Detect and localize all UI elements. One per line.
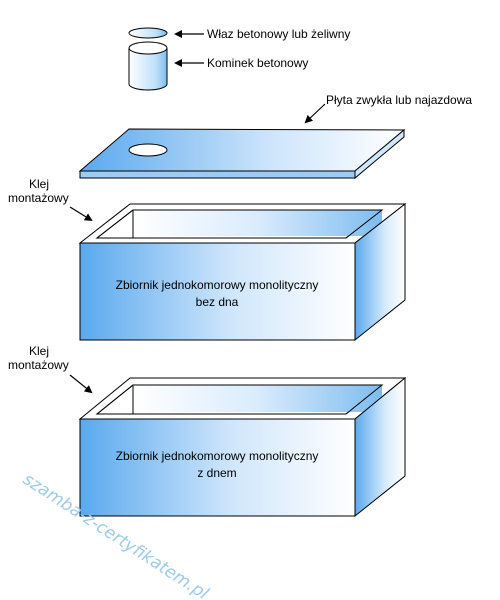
slab <box>78 128 406 180</box>
slab-arrow <box>304 103 326 124</box>
tank-bottom-label-line1: Zbiornik jednokomorowy monolityczny <box>116 449 319 463</box>
glue-bottom-label-line2: montażowy <box>8 358 69 372</box>
manhole-label: Właz betonowy lub żeliwny <box>207 27 350 41</box>
glue-top-label-line2: montażowy <box>8 191 69 205</box>
tank-top: Zbiornik jednokomorowy monolityczny bez … <box>78 202 407 342</box>
glue-top-label-line1: Klej <box>29 177 49 191</box>
manhole-cover <box>128 27 168 39</box>
slab-label: Płyta zwykła lub najazdowa <box>326 93 472 107</box>
tank-bottom: Zbiornik jednokomorowy monolityczny z dn… <box>78 376 407 518</box>
slab-opening <box>128 143 168 157</box>
tank-top-label-line2: bez dna <box>196 295 239 309</box>
glue-bottom-label-line1: Klej <box>29 344 49 358</box>
tank-bottom-label-line2: z dnem <box>197 466 236 480</box>
chimney-cylinder <box>128 41 168 91</box>
glue-top-arrow <box>69 206 93 222</box>
tank-top-label-line1: Zbiornik jednokomorowy monolityczny <box>116 278 319 292</box>
glue-bottom-arrow <box>69 374 93 394</box>
chimney-label: Kominek betonowy <box>207 56 308 70</box>
